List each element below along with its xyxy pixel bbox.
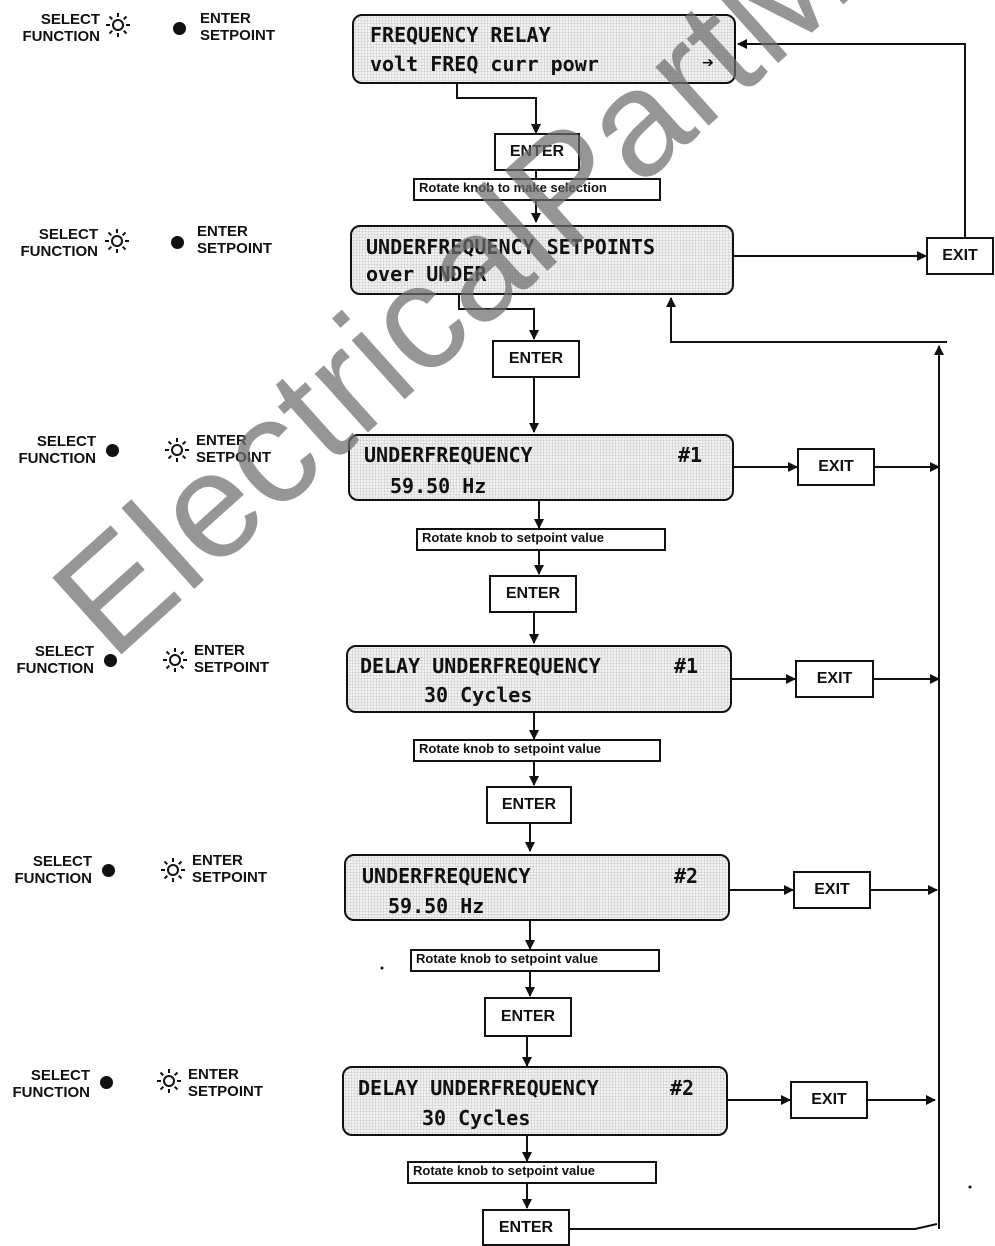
lcd-setpoint-number: #2 xyxy=(670,1076,695,1100)
connector-exit-s1 xyxy=(737,39,966,237)
right-arrow-icon: ➔ xyxy=(702,50,715,74)
enter-button[interactable]: ENTER xyxy=(494,133,580,171)
enter-button[interactable]: ENTER xyxy=(482,1209,570,1246)
enter-button[interactable]: ENTER xyxy=(492,340,580,378)
lcd-underfrequency-2: UNDERFREQUENCY 59.50 Hz #2 xyxy=(344,854,730,921)
lcd-line-2: 30 Cycles xyxy=(424,683,533,707)
lcd-frequency-relay: FREQUENCY RELAY volt FREQ curr powr ➔ xyxy=(352,14,736,84)
lcd-line-2: over UNDER xyxy=(366,262,487,286)
select-dot-icon xyxy=(102,864,115,877)
instruction-note: Rotate knob to setpoint value xyxy=(407,1161,657,1184)
lcd-delay-underfrequency-1: DELAY UNDERFREQUENCY 30 Cycles #1 xyxy=(346,645,732,713)
enter-dot-icon xyxy=(171,236,184,249)
lcd-line-1: FREQUENCY RELAY xyxy=(370,23,551,47)
exit-button[interactable]: EXIT xyxy=(795,660,874,698)
exit-button[interactable]: EXIT xyxy=(793,871,871,909)
select-dot-icon xyxy=(106,444,119,457)
instruction-note: Rotate knob to setpoint value xyxy=(413,739,661,762)
connector-s2-enter xyxy=(458,295,539,340)
lcd-underfrequency-setpoints: UNDERFREQUENCY SETPOINTS over UNDER xyxy=(350,225,734,295)
lcd-setpoint-number: #1 xyxy=(678,443,703,467)
exit-button[interactable]: EXIT xyxy=(797,448,875,486)
exit-button[interactable]: EXIT xyxy=(926,237,994,275)
lcd-setpoint-number: #2 xyxy=(674,864,699,888)
enter-sun-icon xyxy=(165,438,189,462)
select-dot-icon xyxy=(100,1076,113,1089)
lcd-setpoint-number: #1 xyxy=(674,654,699,678)
lcd-underfrequency-1: UNDERFREQUENCY 59.50 Hz #1 xyxy=(348,434,734,501)
enter-dot-icon xyxy=(173,22,186,35)
lcd-line-2: 30 Cycles xyxy=(422,1106,531,1130)
select-sun-icon xyxy=(106,13,130,37)
connector-s1-enter xyxy=(456,84,541,134)
lcd-line-2: 59.50 Hz xyxy=(390,474,487,498)
select-sun-icon xyxy=(105,229,129,253)
select-dot-icon xyxy=(104,654,117,667)
lcd-line-1: DELAY UNDERFREQUENCY xyxy=(360,654,601,678)
instruction-note: Rotate knob to setpoint value xyxy=(410,949,660,972)
enter-button[interactable]: ENTER xyxy=(486,786,572,824)
lcd-line-1: UNDERFREQUENCY SETPOINTS xyxy=(366,235,655,259)
connector-final-enter-bus xyxy=(570,1223,938,1230)
lcd-line-2: volt FREQ curr powr xyxy=(370,52,599,76)
lcd-line-2: 59.50 Hz xyxy=(388,894,485,918)
enter-button[interactable]: ENTER xyxy=(489,575,577,613)
enter-button[interactable]: ENTER xyxy=(484,997,572,1037)
lcd-line-1: UNDERFREQUENCY xyxy=(362,864,531,888)
lcd-line-1: DELAY UNDERFREQUENCY xyxy=(358,1076,599,1100)
lcd-delay-underfrequency-2: DELAY UNDERFREQUENCY 30 Cycles #2 xyxy=(342,1066,728,1136)
enter-sun-icon xyxy=(157,1069,181,1093)
connector-bus-s2 xyxy=(666,297,947,343)
instruction-note: Rotate knob to make selection xyxy=(413,178,661,201)
lcd-line-1: UNDERFREQUENCY xyxy=(364,443,533,467)
instruction-note: Rotate knob to setpoint value xyxy=(416,528,666,551)
exit-button[interactable]: EXIT xyxy=(790,1081,868,1119)
enter-sun-icon xyxy=(163,648,187,672)
enter-sun-icon xyxy=(161,858,185,882)
